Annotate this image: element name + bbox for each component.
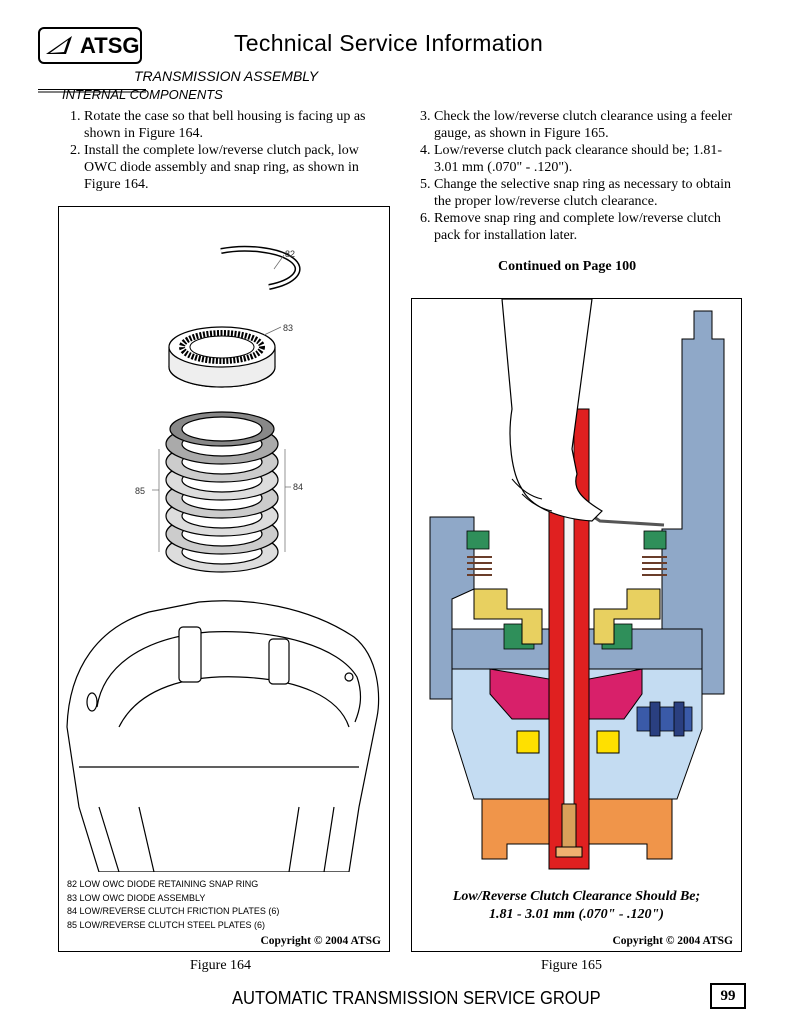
center-bolt: [561, 803, 577, 850]
logo-wing-icon: [46, 36, 72, 54]
clutch-clearance-cross-section: [429, 299, 725, 870]
exploded-clutch-illustration: 82 83: [66, 245, 380, 872]
step-4: 4. Low/reverse clutch pack clearance sho…: [420, 143, 723, 175]
callout-82: 82: [285, 249, 295, 259]
figure-164-copyright: Copyright © 2004 ATSG: [260, 935, 381, 947]
clutch-plates-stack: [467, 556, 667, 576]
steps-left: 1. Rotate the case so that bell housing …: [70, 108, 380, 193]
snap-ring-82: [220, 245, 301, 290]
logo-stripes: [38, 89, 146, 93]
continued-note: Continued on Page 100: [498, 259, 637, 274]
step-5: 5. Change the selective snap ring as nec…: [420, 177, 732, 209]
footer-text: AUTOMATIC TRANSMISSION SERVICE GROUP: [232, 988, 601, 1008]
parts-legend: 82 LOW OWC DIODE RETAINING SNAP RING 83 …: [67, 878, 279, 932]
transmission-case: [66, 600, 380, 872]
legend-item-85: 85 LOW/REVERSE CLUTCH STEEL PLATES (6): [67, 919, 266, 930]
legend-item-82: 82 LOW OWC DIODE RETAINING SNAP RING: [67, 879, 259, 889]
owc-diode-83: [168, 326, 282, 388]
right-hub: [588, 668, 643, 720]
clearance-note: Low/Reverse Clutch Clearance Should Be; …: [424, 888, 729, 924]
callout-84: 84: [293, 482, 303, 492]
clutch-pack-plates: [165, 411, 279, 573]
figure-164-caption: Figure 164: [190, 958, 252, 973]
figure-165-caption: Figure 165: [541, 958, 603, 973]
step-1: 1. Rotate the case so that bell housing …: [70, 109, 366, 141]
right-bearing: [596, 730, 620, 754]
clearance-note-line2: 1.81 - 3.01 mm (.070" - .120"): [489, 907, 664, 922]
technician-hand: [501, 299, 603, 522]
figure-164: 82 83: [58, 206, 390, 952]
step-3: 3. Check the low/reverse clutch clearanc…: [420, 109, 733, 141]
atsg-logo: ATSG: [38, 27, 146, 93]
figure-165: Low/Reverse Clutch Clearance Should Be; …: [411, 298, 742, 952]
figure-165-copyright: Copyright © 2004 ATSG: [612, 935, 733, 947]
legend-item-83: 83 LOW OWC DIODE ASSEMBLY: [67, 892, 206, 903]
left-housing: [429, 516, 475, 700]
steps-right: 3. Check the low/reverse clutch clearanc…: [420, 108, 740, 244]
left-hub: [489, 668, 550, 720]
callout-85: 85: [135, 486, 145, 496]
left-piston: [473, 588, 543, 645]
electrical-connector: [636, 701, 693, 737]
right-piston: [593, 588, 661, 645]
page-title: Technical Service Information: [234, 30, 544, 56]
left-bearing: [516, 730, 540, 754]
logo-box: ATSG: [38, 27, 142, 64]
section-subtitle: INTERNAL COMPONENTS: [62, 87, 223, 102]
section-title: TRANSMISSION ASSEMBLY: [134, 68, 319, 84]
callout-83: 83: [283, 323, 293, 333]
step-6: 6. Remove snap ring and complete low/rev…: [420, 211, 721, 243]
legend-item-84: 84 LOW/REVERSE CLUTCH FRICTION PLATES (6…: [67, 906, 280, 916]
page-number: 99: [710, 983, 746, 1009]
logo-text: ATSG: [80, 33, 140, 58]
step-2: 2. Install the complete low/reverse clut…: [70, 143, 359, 192]
clearance-note-line1: Low/Reverse Clutch Clearance Should Be;: [452, 889, 701, 904]
